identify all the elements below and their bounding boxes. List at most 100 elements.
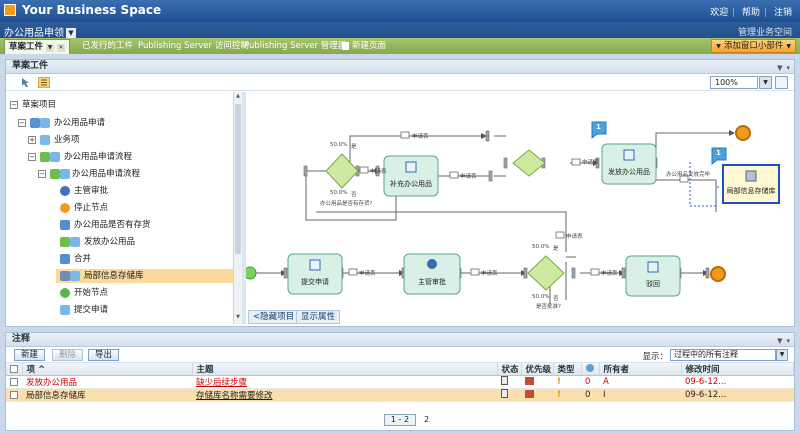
list-view-icon[interactable]: [38, 77, 50, 88]
close-icon[interactable]: ✕: [57, 44, 66, 52]
column-subject[interactable]: 主题: [192, 363, 498, 376]
node-approve[interactable]: 主管审批: [418, 278, 446, 286]
logo-icon: [4, 4, 16, 16]
row-checkbox[interactable]: [10, 390, 18, 399]
flow-label-req: 申请表: [460, 174, 477, 180]
add-widget-button[interactable]: ▼添加窗口小部件▼: [711, 39, 796, 53]
approve-no: 否: [553, 296, 559, 302]
tab-draft-artifacts[interactable]: 草案工件▼✕: [4, 39, 71, 54]
help-link[interactable]: 帮助: [742, 8, 761, 18]
node-reject[interactable]: 驳回: [646, 280, 660, 288]
tree-item-stock-decision[interactable]: 办公用品是否有存货: [6, 218, 233, 232]
chevron-down-icon[interactable]: ▼: [66, 28, 76, 38]
tab-new-page[interactable]: 新建页面: [338, 39, 390, 54]
tree-item-merge[interactable]: 合并: [6, 252, 233, 266]
tab-label: 草案工件: [9, 42, 44, 52]
add-widget-label: 添加窗口小部件: [723, 41, 784, 51]
tab-access-control[interactable]: Publishing Server 访问控制: [138, 41, 249, 51]
cell-owner: I: [599, 388, 681, 402]
node-submit[interactable]: 提交申请: [301, 278, 329, 286]
manage-space-link[interactable]: 管理业务空间: [737, 28, 792, 38]
badge-count[interactable]: 1: [596, 123, 601, 131]
collapse-icon[interactable]: ▼: [777, 337, 783, 345]
column-owner[interactable]: 所有者: [599, 363, 682, 376]
chevron-down-icon[interactable]: ▼: [776, 349, 788, 361]
tree-item-dispense[interactable]: 发放办公用品: [6, 235, 233, 249]
export-button[interactable]: 导出: [88, 349, 120, 361]
select-all-header[interactable]: [6, 363, 23, 376]
show-properties-tab[interactable]: 显示属性: [296, 310, 341, 324]
row-checkbox-cell[interactable]: [6, 388, 22, 402]
node-repository[interactable]: 局部信息存储库: [726, 187, 776, 195]
new-note-button[interactable]: 新建: [14, 349, 46, 361]
tree-item-draft-project[interactable]: − 草案项目: [6, 98, 233, 112]
delete-note-button[interactable]: 删除: [52, 349, 84, 361]
menu-icon[interactable]: ▾: [786, 64, 790, 72]
gateway-no: 否: [351, 192, 357, 198]
tree-item-local-repo[interactable]: 局部信息存储库: [56, 269, 233, 283]
column-item[interactable]: 项 ^: [22, 363, 193, 376]
folder-icon: [30, 118, 40, 128]
status-icon: [501, 376, 508, 385]
tree-item-start-node[interactable]: 开始节点: [6, 286, 233, 300]
cell-item[interactable]: 发放办公用品: [22, 375, 192, 389]
tree-item-process[interactable]: − 办公用品申请流程: [6, 167, 233, 181]
cell-item[interactable]: 局部信息存储库: [22, 388, 192, 402]
fit-to-window-button[interactable]: [775, 76, 788, 89]
table-row[interactable]: 局部信息存储库 存储库名称需要修改 ! 0 I 09-6-12...: [6, 388, 794, 402]
expand-icon[interactable]: +: [28, 136, 36, 144]
collapse-icon[interactable]: −: [38, 170, 46, 178]
select-all-checkbox[interactable]: [10, 364, 18, 373]
chevron-down-icon: ▼: [786, 43, 791, 50]
column-modified[interactable]: 修改时间: [681, 363, 794, 376]
row-checkbox-cell[interactable]: [6, 375, 22, 389]
scroll-thumb[interactable]: [235, 104, 241, 254]
tree-item-process-folder[interactable]: − 办公用品申请流程: [6, 150, 233, 164]
top-links: 欢迎| 帮助| 注销: [706, 5, 792, 18]
tree-label: 业务项: [54, 135, 80, 145]
chevron-down-icon[interactable]: ▼: [759, 76, 772, 89]
pointer-tool-icon[interactable]: [20, 77, 32, 88]
node-replenish[interactable]: 补充办公用品: [390, 180, 432, 188]
sort-asc-icon: ^: [37, 365, 46, 375]
tree-item-approve[interactable]: 主管审批: [6, 184, 233, 198]
collapse-icon[interactable]: −: [18, 119, 26, 127]
gateway-no-pct: 50.0%: [330, 190, 348, 196]
column-priority[interactable]: 优先级: [521, 363, 554, 376]
splitter-handle[interactable]: [242, 92, 246, 324]
process-canvas[interactable]: 补充办公用品 发放办公用品 局部信息存储库 提交申请 主管审批 驳回 1 1 5…: [246, 92, 794, 324]
row-checkbox[interactable]: [10, 377, 18, 386]
scroll-up-icon[interactable]: ▲: [236, 93, 240, 99]
menu-icon[interactable]: ▾: [786, 337, 790, 345]
node-dispense[interactable]: 发放办公用品: [608, 168, 650, 176]
chevron-down-icon[interactable]: ▼: [46, 44, 55, 52]
show-filter-select[interactable]: 过程中的所有注释: [670, 349, 776, 361]
tree-item-stop-node[interactable]: 停止节点: [6, 201, 233, 215]
tree-item-office-request[interactable]: − 办公用品申请: [6, 116, 233, 130]
cell-subject[interactable]: 缺少后续步骤: [192, 375, 497, 389]
welcome-link[interactable]: 欢迎: [710, 8, 729, 18]
tree-item-business-items[interactable]: + 业务项: [6, 133, 233, 147]
space-selector[interactable]: 办公用品申领▼: [4, 24, 76, 39]
logout-link[interactable]: 注销: [773, 8, 792, 18]
collapse-icon[interactable]: ▼: [777, 64, 783, 72]
column-count[interactable]: [581, 363, 600, 376]
collapse-icon[interactable]: −: [28, 153, 36, 161]
cell-subject[interactable]: 存储库名称需要修改: [192, 388, 497, 402]
column-type[interactable]: 类型: [553, 363, 582, 376]
collapse-icon[interactable]: −: [10, 101, 18, 109]
scroll-down-icon[interactable]: ▼: [236, 314, 240, 320]
tree-item-submit[interactable]: 提交申请: [6, 303, 233, 317]
page-range[interactable]: 1 - 2: [384, 414, 416, 426]
panel-header: 注释 ▼▾: [6, 333, 794, 347]
page-total[interactable]: 2: [424, 415, 430, 424]
table-row[interactable]: 发放办公用品 缺少后续步骤 ! 0 A 09-6-12...: [6, 375, 794, 389]
tree-scrollbar[interactable]: ▲ ▼: [233, 92, 242, 324]
zoom-select[interactable]: 100%: [710, 76, 758, 89]
tab-published-artifacts[interactable]: 已发行的工件: [82, 41, 134, 51]
badge-count[interactable]: 1: [716, 149, 721, 157]
panel-title: 草案工件: [12, 61, 49, 71]
tab-server-manager[interactable]: Publishing Server 管理器: [244, 41, 347, 51]
hide-items-tab[interactable]: <隐藏项目: [248, 310, 300, 324]
column-status[interactable]: 状态: [497, 363, 522, 376]
